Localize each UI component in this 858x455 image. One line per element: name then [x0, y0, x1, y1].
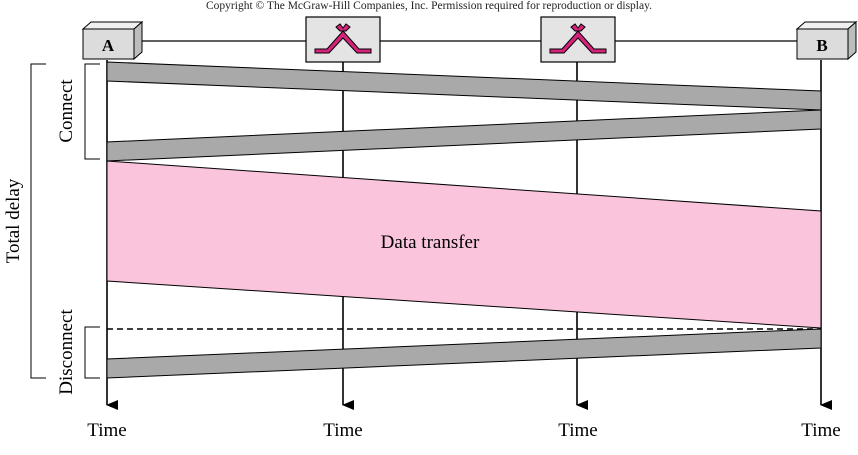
- time-label-switch-1: Time: [323, 420, 362, 441]
- switch-2: [540, 16, 616, 63]
- connect-request-band: [106, 61, 822, 111]
- switch-1-box: [305, 16, 381, 63]
- switch-1: [305, 16, 381, 63]
- switch-1-icon: [314, 23, 372, 54]
- total-delay-label: Total delay: [3, 178, 24, 263]
- node-a-label: A: [102, 36, 115, 55]
- connect-ack-band: [106, 109, 822, 162]
- data-transfer-label: Data transfer: [381, 232, 480, 253]
- disconnect-band: [106, 328, 822, 379]
- connect-label: Connect: [56, 79, 77, 143]
- connect-bracket: [84, 63, 100, 160]
- time-label-b: Time: [801, 420, 840, 441]
- node-b-label: B: [816, 36, 827, 55]
- node-a-box: A: [81, 20, 144, 61]
- time-label-switch-2: Time: [558, 420, 597, 441]
- switch-2-box: [540, 16, 616, 63]
- time-label-a: Time: [87, 420, 126, 441]
- total-delay-bracket: [30, 63, 46, 379]
- node-b-box: B: [795, 20, 858, 61]
- disconnect-label: Disconnect: [56, 309, 77, 395]
- switch-2-icon: [549, 23, 607, 54]
- data-transfer-band: [106, 160, 822, 329]
- copyright-notice: Copyright © The McGraw-Hill Companies, I…: [206, 0, 652, 12]
- disconnect-bracket: [84, 326, 100, 379]
